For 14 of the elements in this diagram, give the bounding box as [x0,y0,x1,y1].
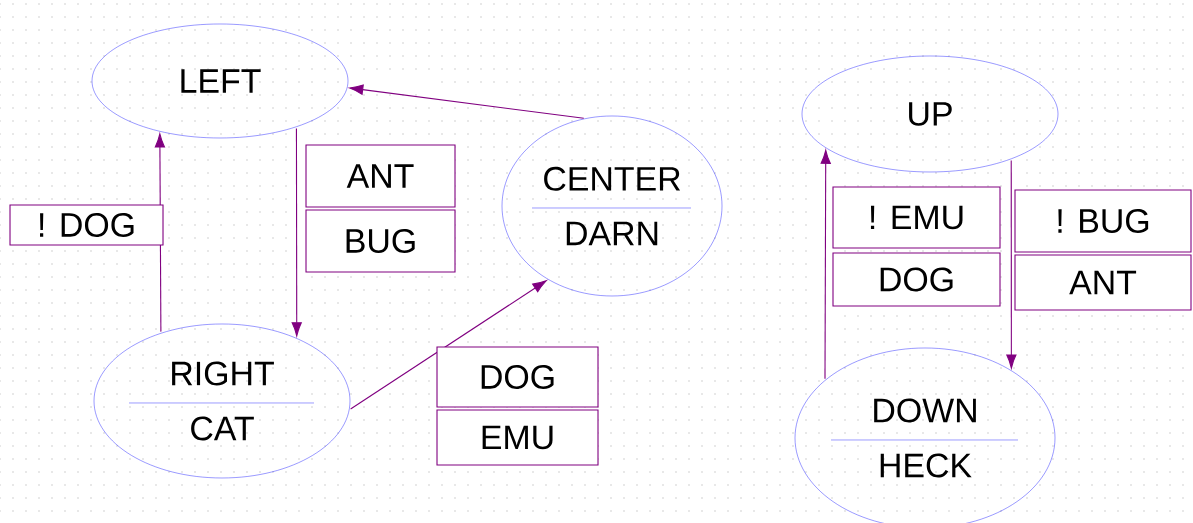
action-box: BUG [305,209,456,273]
action-box: ANT [1014,254,1192,311]
condition-box: ! DOG [9,204,164,246]
arrow [1006,159,1017,369]
arrow [349,84,585,119]
condition-box: ANT [305,144,456,208]
condition-box: ! EMU [832,186,1001,249]
action-box: DOG [832,252,1001,307]
arrow [350,280,547,410]
condition-box: DOG [436,346,599,408]
arrow [291,127,302,337]
action-box: EMU [436,409,599,466]
condition-box: ! BUG [1014,189,1192,253]
arrow [820,149,831,380]
